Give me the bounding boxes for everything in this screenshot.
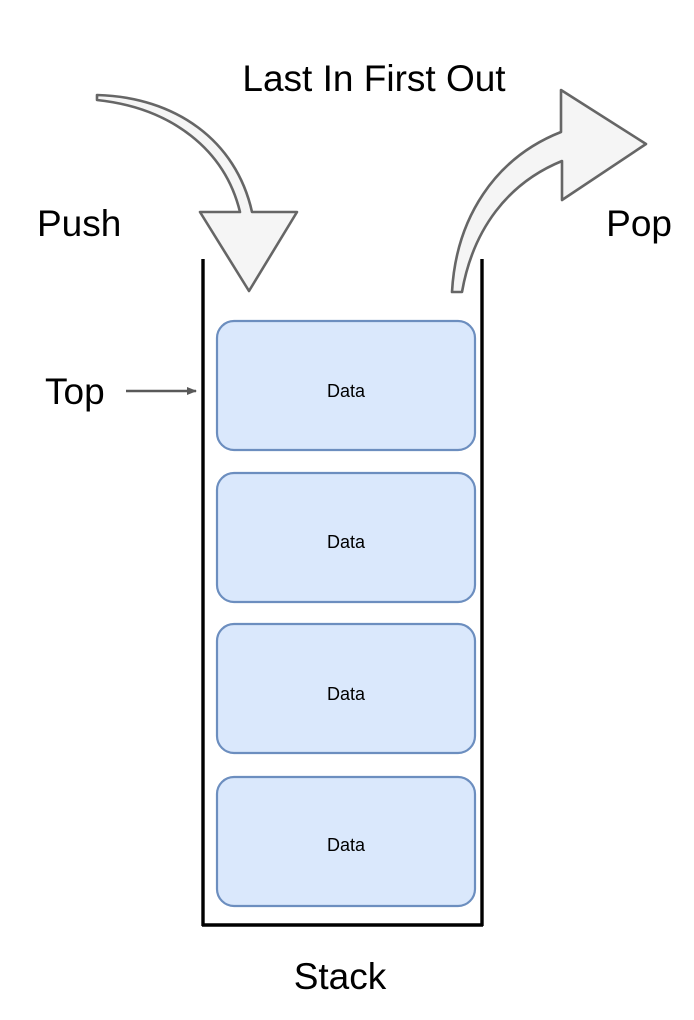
- stack-cell-0[interactable]: Data: [215, 319, 477, 452]
- stack-cell-box[interactable]: [215, 622, 477, 755]
- stack-cell-label: Data: [327, 835, 366, 855]
- push-arrow-icon: [95, 93, 299, 293]
- stack-cell-box[interactable]: [215, 319, 477, 452]
- stack-cell-3[interactable]: Data: [215, 775, 477, 908]
- stack-container: [201, 259, 484, 927]
- stack-cell-box[interactable]: [215, 471, 477, 604]
- stack-caption: Stack: [294, 956, 387, 997]
- pop-label: Pop: [606, 203, 672, 244]
- push-label: Push: [37, 203, 121, 244]
- stack-cell-label: Data: [327, 684, 366, 704]
- stack-cell-label: Data: [327, 381, 366, 401]
- stack-cell-1[interactable]: Data: [215, 471, 477, 604]
- stack-cell-label: Data: [327, 532, 366, 552]
- pop-arrow-icon: [450, 88, 648, 294]
- stack-cell-2[interactable]: Data: [215, 622, 477, 755]
- diagram-title: Last In First Out: [242, 58, 506, 99]
- top-label: Top: [45, 371, 105, 412]
- stack-cell-box[interactable]: [215, 775, 477, 908]
